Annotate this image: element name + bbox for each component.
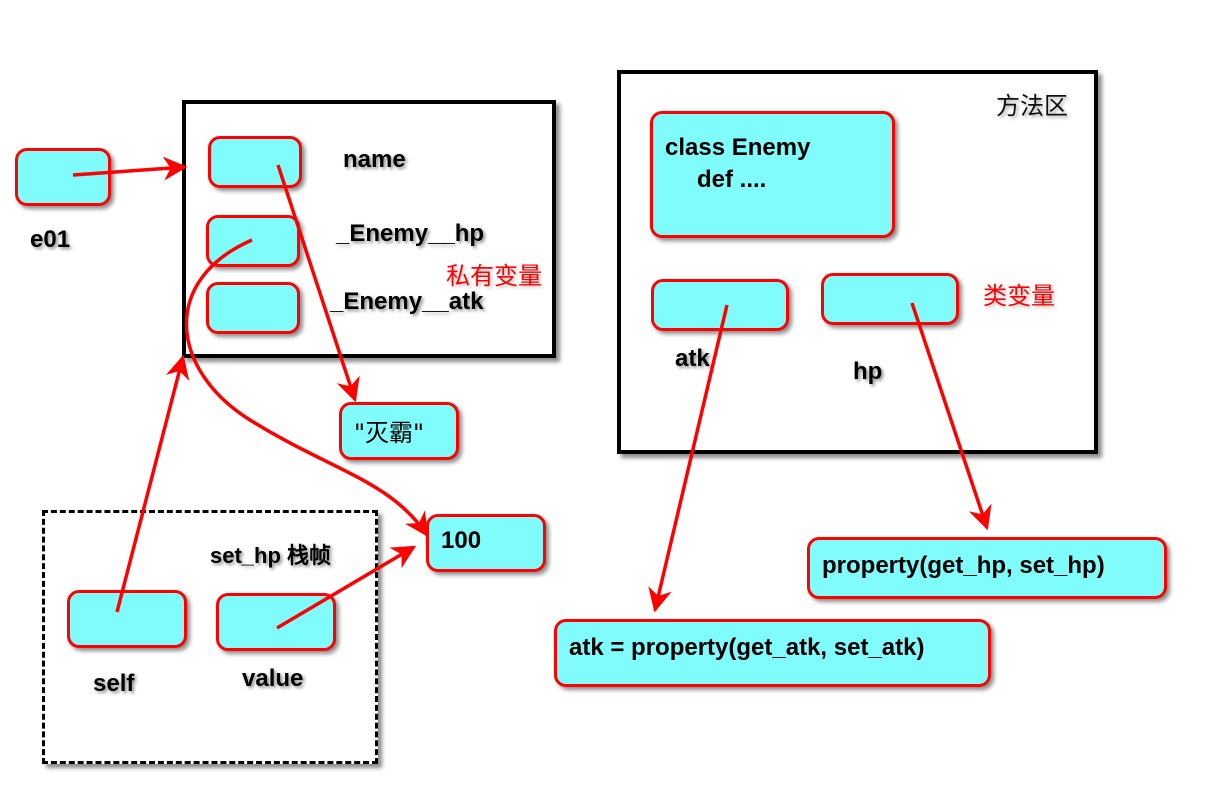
name-value: "灭霸": [354, 419, 425, 447]
hp-value: 100: [441, 527, 482, 554]
class-var-hp-cell: [821, 273, 959, 325]
class-def-cell: class Enemy def ....: [650, 111, 895, 238]
self-label: self: [93, 670, 135, 697]
atk-property-cell: atk = property(get_atk, set_atk): [554, 619, 991, 687]
e01-label: e01: [30, 226, 71, 253]
stack-frame-title-text: set_hp 栈帧: [210, 543, 332, 568]
method-area-frame: [617, 70, 1098, 454]
class-vars-annotation: 类变量: [983, 282, 1055, 310]
name-value-cell: "灭霸": [339, 402, 459, 460]
value-cell: [216, 593, 336, 651]
value-label: value: [242, 665, 304, 692]
name-field-cell: [208, 136, 302, 188]
atk-property-text: atk = property(get_atk, set_atk): [569, 634, 925, 661]
e01-cell: [15, 148, 111, 206]
self-cell: [67, 590, 187, 648]
class-var-atk-label: atk: [675, 345, 710, 372]
private-vars-annotation: 私有变量: [446, 262, 542, 290]
class-var-hp-label: hp: [853, 358, 883, 385]
field-label-atk: _Enemy__atk: [330, 288, 484, 315]
hp-property-cell: property(get_hp, set_hp): [807, 537, 1167, 599]
field-label-name: name: [343, 146, 406, 173]
stack-frame-title: set_hp 栈帧: [210, 538, 331, 570]
atk-field-cell: [206, 282, 300, 334]
class-def-line-1: class Enemy: [665, 134, 811, 161]
class-def-line-2: def ....: [697, 166, 767, 193]
field-label-hp: _Enemy__hp: [336, 220, 485, 247]
class-var-atk-cell: [651, 279, 789, 331]
hp-field-cell: [206, 215, 300, 267]
method-area-title: 方法区: [996, 92, 1068, 120]
hp-property-text: property(get_hp, set_hp): [822, 552, 1105, 579]
hp-value-cell: 100: [426, 514, 546, 572]
